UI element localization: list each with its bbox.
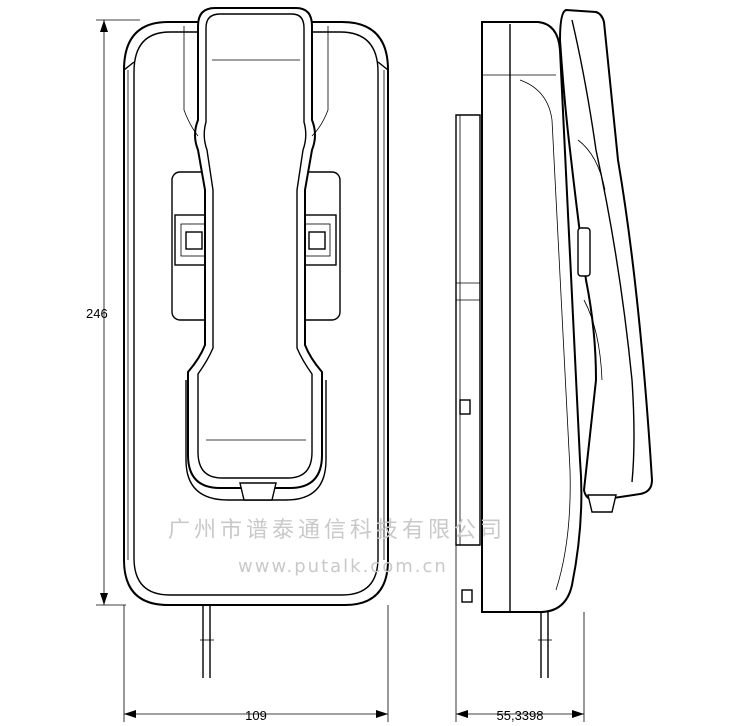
side-handset-inner (571, 19, 635, 483)
side-bracket (455, 114, 481, 546)
side-cord (538, 612, 552, 678)
height-dimension (96, 19, 140, 606)
bracket-foot (461, 589, 473, 603)
cord-clip (239, 482, 277, 501)
side-handset-detail (577, 139, 606, 381)
side-body-curve (519, 79, 571, 591)
watermark-url: www.putalk.com.cn (238, 556, 448, 577)
front-view (123, 7, 389, 678)
height-label: 246 (86, 306, 108, 321)
width-dimension (123, 605, 389, 722)
bracket-tab (459, 399, 471, 415)
side-body-outline (481, 21, 583, 613)
front-top-corners (123, 61, 389, 71)
watermark-company: 广州市谱泰通信科技有限公司 (168, 518, 506, 543)
depth-label: 55,3398 (497, 708, 544, 723)
front-cord (200, 605, 214, 678)
handset-outline (187, 7, 323, 489)
side-cord-clip (587, 494, 617, 513)
side-handset-outline (558, 8, 654, 502)
handset-inner (197, 13, 313, 479)
side-view (455, 8, 654, 678)
depth-dimension (455, 545, 585, 722)
side-hook-switch (577, 227, 591, 277)
handset-top-recess (183, 26, 329, 137)
front-body-inner (133, 31, 379, 596)
width-label: 109 (245, 708, 267, 723)
